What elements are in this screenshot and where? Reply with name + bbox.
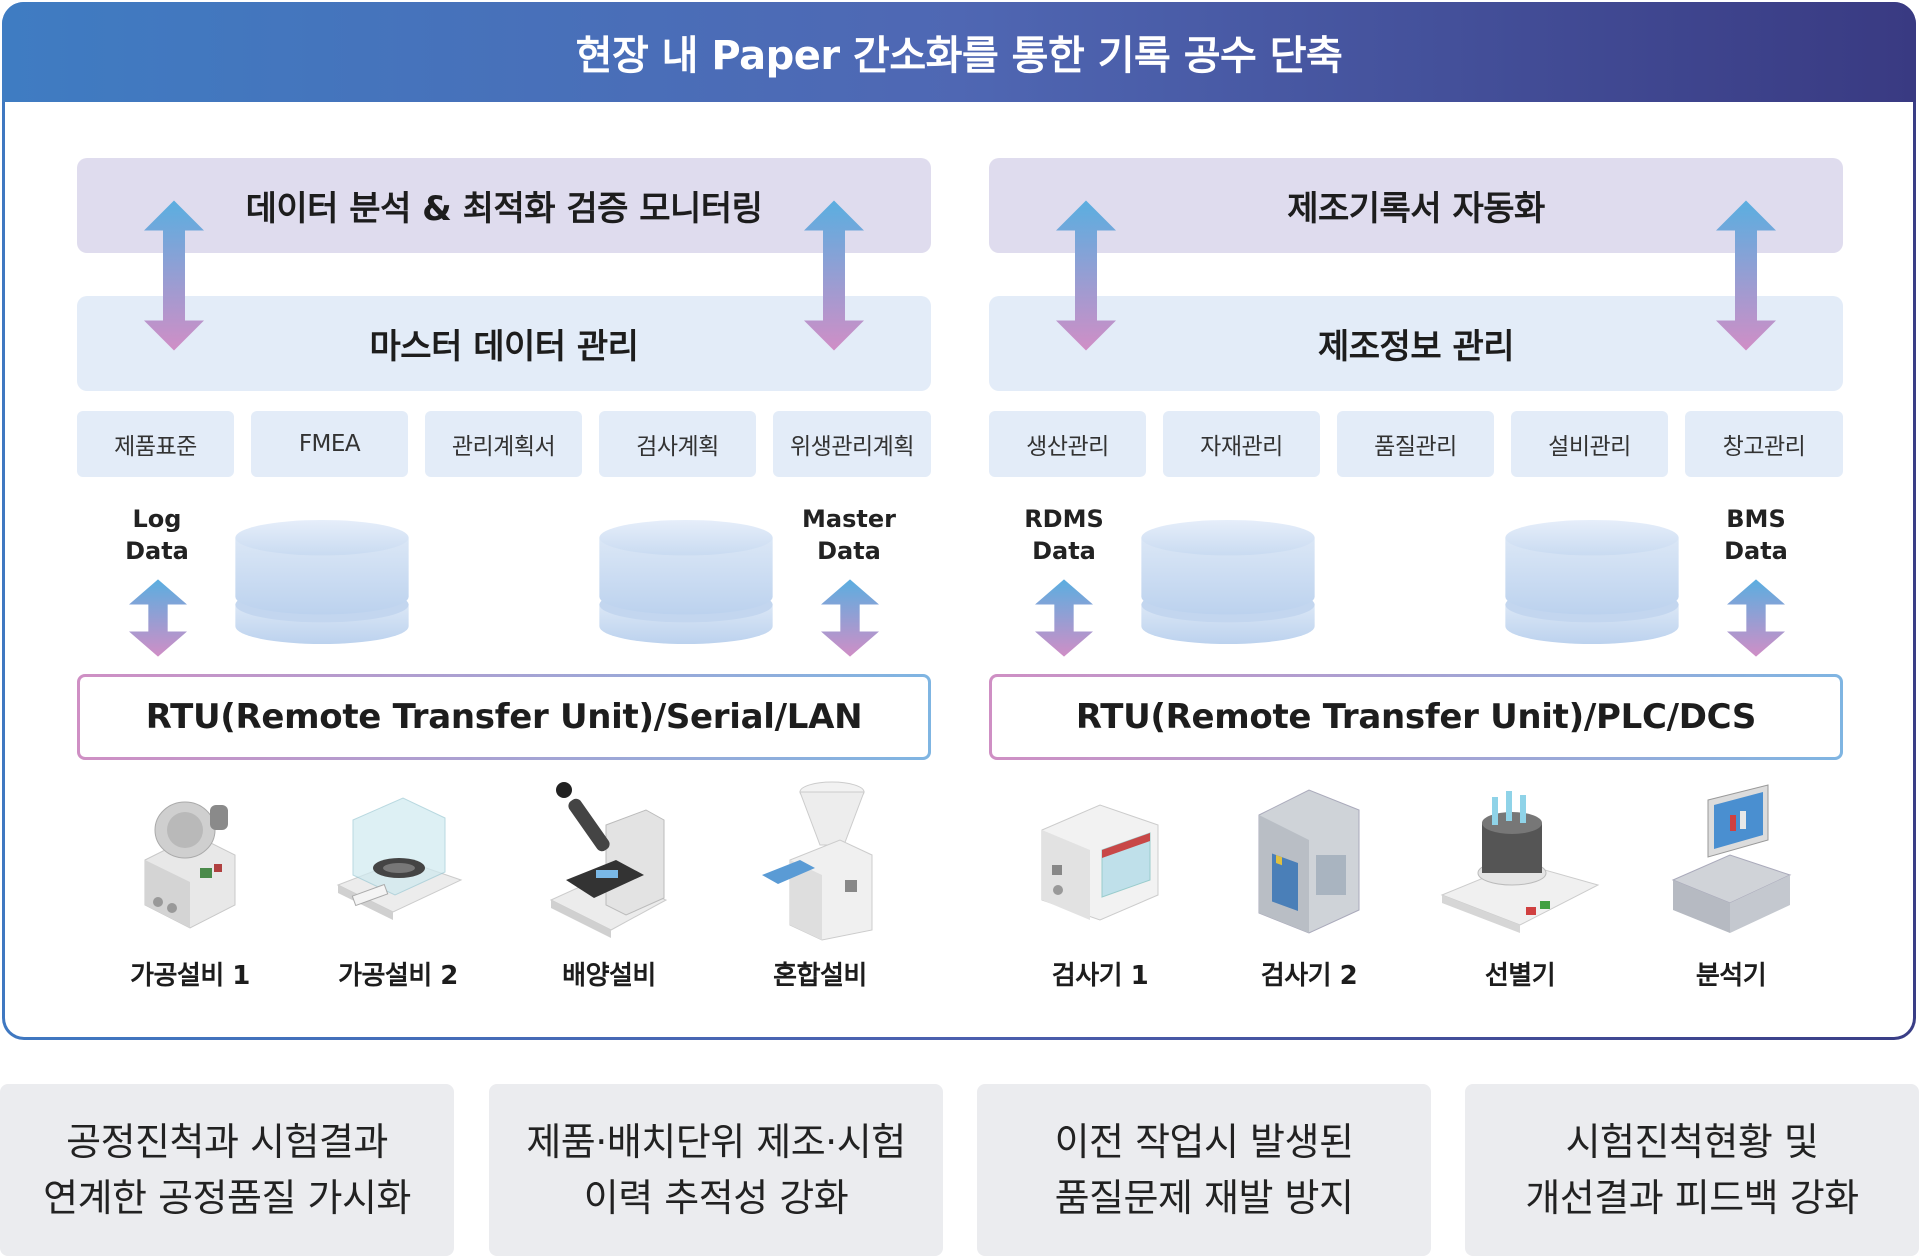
double-arrow-icon	[1056, 200, 1116, 351]
double-arrow-icon	[1035, 579, 1093, 657]
left-top-box: 데이터 분석 & 최적화 검증 모니터링	[77, 158, 931, 253]
double-arrow-icon	[1727, 579, 1785, 657]
microscope-icon	[549, 782, 668, 938]
analyzer-computer-icon	[1671, 784, 1792, 933]
equip-label-inspector-2: 검사기 2	[1260, 961, 1358, 991]
sub-item-product-standard: 제품표준	[77, 411, 234, 477]
sub-item-warehouse: 창고관리	[1685, 411, 1843, 477]
sub-item-production: 생산관리	[989, 411, 1146, 477]
cabinet-inspector-icon	[1258, 789, 1360, 934]
database-icon	[599, 519, 773, 645]
equip-label-processing-1: 가공설비 1	[130, 961, 250, 991]
sub-item-inspection-plan: 검사계획	[599, 411, 756, 477]
sub-item-fmea: FMEA	[251, 411, 408, 477]
database-icon	[1141, 519, 1315, 645]
right-mid-box: 제조정보 관리	[989, 296, 1843, 391]
sub-item-quality: 품질관리	[1337, 411, 1494, 477]
database-icon	[235, 519, 409, 645]
sorter-icon	[1440, 791, 1600, 933]
equip-label-sorter: 선별기	[1484, 961, 1556, 991]
double-arrow-icon	[821, 579, 879, 657]
right-rtu-box: RTU(Remote Transfer Unit)/PLC/DCS	[989, 674, 1843, 760]
double-arrow-icon	[129, 579, 187, 657]
sub-item-hygiene-plan: 위생관리계획	[773, 411, 931, 477]
right-top-box: 제조기록서 자동화	[989, 158, 1843, 253]
processing-machine-icon	[144, 801, 236, 929]
sub-item-equipment: 설비관리	[1511, 411, 1668, 477]
sub-item-control-plan: 관리계획서	[425, 411, 582, 477]
database-icon	[1505, 519, 1679, 645]
equip-label-mixing: 혼합설비	[773, 961, 867, 991]
double-arrow-icon	[1716, 200, 1776, 351]
sub-item-material: 자재관리	[1163, 411, 1320, 477]
left-mid-box: 마스터 데이터 관리	[77, 296, 931, 391]
equip-label-culture: 배양설비	[562, 961, 656, 991]
oven-inspector-icon	[1041, 804, 1159, 921]
double-arrow-icon	[144, 200, 204, 351]
double-arrow-icon	[804, 200, 864, 351]
page-title: 현장 내 Paper 간소화를 통한 기록 공수 단축	[2, 2, 1916, 102]
left-rtu-box: RTU(Remote Transfer Unit)/Serial/LAN	[77, 674, 931, 760]
equip-label-analyzer: 분석기	[1695, 961, 1767, 991]
equip-label-inspector-1: 검사기 1	[1051, 961, 1149, 991]
equip-label-processing-2: 가공설비 2	[338, 961, 458, 991]
balance-scale-icon	[336, 797, 463, 920]
mixer-icon	[762, 781, 873, 941]
